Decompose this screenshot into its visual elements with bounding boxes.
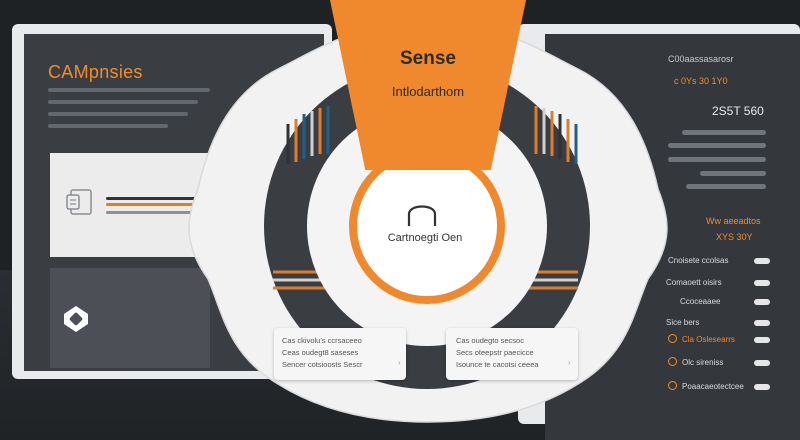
card-text: Secs oteepstr paecicce bbox=[456, 348, 534, 357]
right-big-value: 2S5T 560 bbox=[712, 104, 764, 118]
right-text-bar bbox=[686, 184, 766, 189]
settings-row-label: Cla Oslesearrs bbox=[682, 335, 735, 344]
hexagon-icon bbox=[64, 306, 88, 332]
settings-toggle[interactable] bbox=[754, 299, 770, 305]
radio-indicator[interactable] bbox=[668, 334, 677, 343]
settings-row-label: Poaacaeotectcee bbox=[682, 382, 744, 391]
card-stripe bbox=[106, 197, 210, 200]
left-panel-title: CAMpnsies bbox=[48, 62, 143, 82]
settings-row-label: Sice bers bbox=[666, 318, 700, 327]
card-stripe bbox=[106, 203, 210, 206]
card-text: Isounce te cacotsi ceeea bbox=[456, 360, 539, 369]
left-text-line bbox=[48, 100, 198, 104]
right-header-line2: c 0Ys 30 1Y0 bbox=[674, 76, 728, 86]
right-text-bar bbox=[668, 143, 766, 148]
right-text-bar bbox=[700, 171, 766, 176]
settings-toggle[interactable] bbox=[754, 360, 770, 366]
info-card-left[interactable] bbox=[274, 328, 406, 380]
left-text-line bbox=[48, 88, 210, 92]
settings-row-label: Cnoisete ccolsas bbox=[668, 256, 729, 265]
chevron-icon: › bbox=[568, 358, 571, 367]
settings-toggle[interactable] bbox=[754, 280, 770, 286]
right-label2: XYS 30Y bbox=[716, 232, 753, 242]
document-icon bbox=[66, 189, 92, 215]
right-text-bar bbox=[682, 130, 766, 135]
settings-row-label: Ccoceaaee bbox=[680, 297, 721, 306]
info-card-right[interactable] bbox=[446, 328, 578, 380]
card-text: Sencer cotsioosts Sescr bbox=[282, 360, 363, 369]
settings-toggle[interactable] bbox=[754, 320, 770, 326]
card-text: Ceas oudegt8 saseses bbox=[282, 348, 359, 357]
right-header-line1: C00aassasarosr bbox=[668, 54, 734, 64]
left-text-line bbox=[48, 112, 188, 116]
settings-toggle[interactable] bbox=[754, 258, 770, 264]
lock-icon[interactable] bbox=[403, 198, 441, 228]
settings-toggle[interactable] bbox=[754, 384, 770, 390]
banner-subtitle: Intlodarthom bbox=[391, 84, 465, 99]
banner-title: Sense bbox=[400, 48, 456, 69]
card-text: Cas oudegto secsoc bbox=[456, 336, 524, 345]
card-text: Cas ckivolu's ccrsaceeo bbox=[282, 336, 362, 345]
left-text-line bbox=[48, 124, 168, 128]
card-stripe bbox=[106, 211, 210, 214]
settings-toggle[interactable] bbox=[754, 337, 770, 343]
orange-banner bbox=[330, 0, 526, 170]
settings-row-label: Olc sireniss bbox=[682, 358, 724, 367]
settings-row-label: Comaoett oisirs bbox=[666, 278, 722, 287]
right-text-bar bbox=[668, 157, 766, 162]
radio-indicator[interactable] bbox=[668, 381, 677, 390]
chevron-icon: › bbox=[398, 358, 401, 367]
right-label1: Ww aeeadtos bbox=[706, 216, 761, 226]
center-circle-label: Cartnoegti Oen bbox=[387, 232, 463, 244]
radio-indicator[interactable] bbox=[668, 357, 677, 366]
